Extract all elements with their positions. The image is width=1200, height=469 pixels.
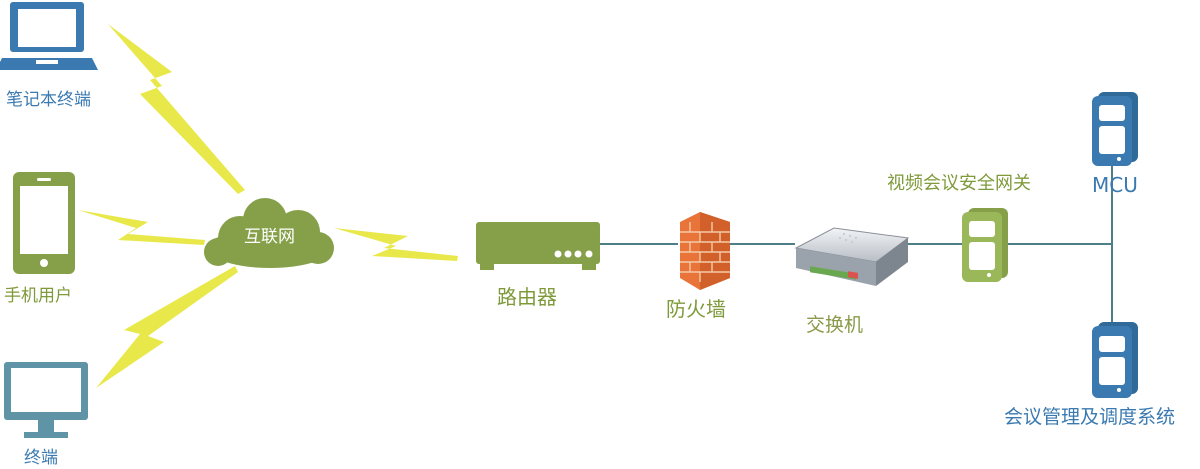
bolt-phone-cloud (78, 210, 205, 245)
connection-lines (600, 160, 1113, 326)
switch-label: 交换机 (806, 314, 864, 336)
gateway-server-icon (962, 208, 1008, 282)
router-label: 路由器 (497, 285, 557, 309)
phone-icon (13, 172, 75, 274)
management-label: 会议管理及调度系统 (1004, 406, 1176, 428)
terminal-label: 终端 (24, 448, 58, 468)
laptop-label: 笔记本终端 (6, 90, 91, 110)
wireless-links (78, 24, 458, 388)
gateway-label: 视频会议安全网关 (887, 173, 1031, 194)
mcu-label: MCU (1092, 173, 1138, 197)
internet-label: 互联网 (244, 227, 295, 247)
bolt-cloud-router (334, 228, 458, 261)
laptop-icon (0, 2, 98, 70)
cloud-icon (204, 198, 334, 268)
monitor-icon (4, 362, 88, 438)
mcu-server-icon (1092, 92, 1138, 166)
router-icon (476, 222, 600, 270)
bolt-laptop-cloud (108, 24, 245, 194)
phone-label: 手机用户 (4, 286, 72, 306)
switch-icon (794, 227, 910, 286)
management-server-icon (1092, 322, 1138, 398)
bolt-terminal-cloud (96, 266, 238, 388)
firewall-icon (680, 212, 730, 290)
firewall-label: 防火墙 (666, 297, 726, 321)
